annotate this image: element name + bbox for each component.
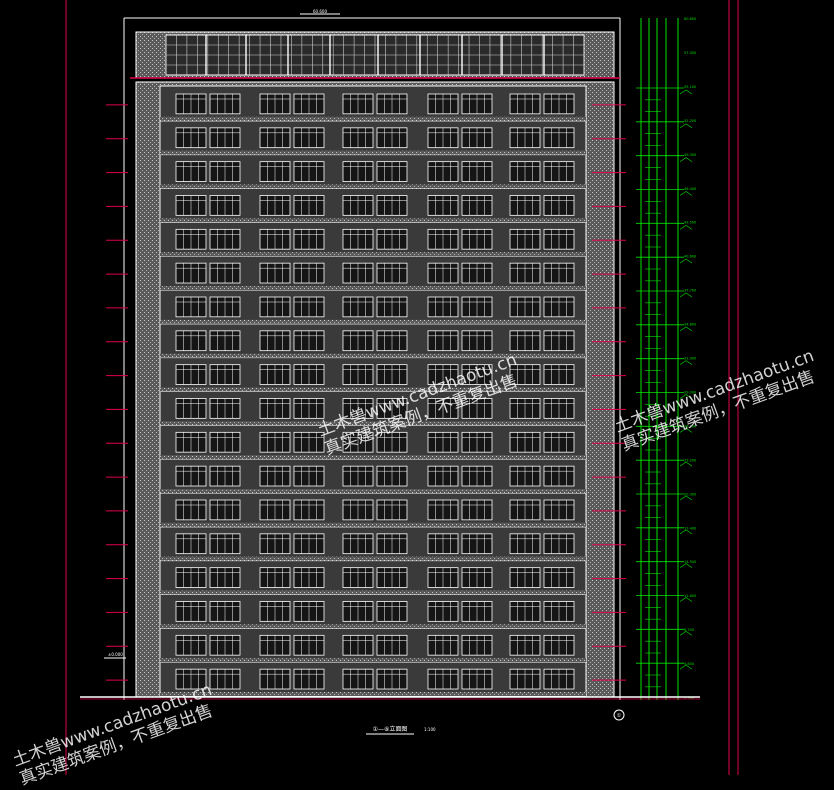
floor-level — [160, 161, 586, 189]
left-level-ticks — [106, 104, 626, 681]
floor-level — [160, 499, 586, 528]
floor-level — [160, 127, 586, 156]
elevation-label: 11.600 — [684, 594, 696, 598]
elevation-label: 46.400 — [684, 187, 696, 191]
elevation-label: 34.800 — [684, 323, 696, 327]
floor-level — [160, 431, 586, 460]
elevation-label: 31.900 — [684, 357, 696, 361]
elevation-label: 60.600 — [684, 17, 696, 21]
facade-body — [135, 81, 615, 698]
elevation-label: 23.200 — [684, 458, 696, 462]
floor-level — [160, 567, 586, 595]
view-title: ①—⑧立面图 1:100 — [366, 725, 436, 735]
floor-level — [160, 668, 586, 697]
floor-level — [160, 533, 586, 562]
floor-level — [160, 601, 586, 629]
elevation-label: 37.700 — [684, 289, 696, 293]
view-title-text: ①—⑧立面图 — [373, 725, 408, 733]
floor-level — [160, 330, 586, 359]
floor-level — [160, 195, 586, 223]
floor-level — [160, 465, 586, 494]
elevation-label: 20.300 — [684, 492, 696, 496]
top-elevation-label: 60.600 — [313, 9, 327, 14]
roof-parapet — [130, 31, 620, 79]
floor-level — [160, 93, 586, 122]
floor-level — [160, 398, 586, 426]
floor-level — [160, 296, 586, 325]
right-dimension-chain: 60.600 57.000 55.100 52.200 49.300 46.400 43.5… — [636, 17, 696, 700]
floor-level — [160, 634, 586, 663]
elevation-label: 14.500 — [684, 560, 696, 564]
floor-level — [160, 364, 586, 392]
elevation-label: 29.000 — [684, 390, 696, 394]
elevation-label: 55.100 — [684, 85, 696, 89]
elevation-label: 17.400 — [684, 526, 696, 530]
elevation-label: 2.900 — [684, 696, 694, 700]
elevation-label: 26.100 — [684, 424, 696, 428]
floor-level — [160, 228, 586, 257]
elevation-label: 5.800 — [684, 662, 694, 666]
elevation-label: 49.300 — [684, 153, 696, 157]
elevation-label: 8.700 — [684, 628, 694, 632]
drawing-frame — [65, 0, 739, 775]
elevation-label: 43.500 — [684, 221, 696, 225]
elevation-label: 57.000 — [684, 51, 696, 55]
axis-bubble: ① — [613, 709, 625, 721]
axis-mark-label: ① — [617, 713, 622, 719]
elevation-label: 52.200 — [684, 119, 696, 123]
elevation-label: 40.600 — [684, 255, 696, 259]
floor-level — [160, 262, 586, 291]
ground-line: ±0.000 — [80, 652, 700, 700]
ground-elevation-label: ±0.000 — [108, 652, 123, 657]
view-scale: 1:100 — [424, 727, 436, 732]
